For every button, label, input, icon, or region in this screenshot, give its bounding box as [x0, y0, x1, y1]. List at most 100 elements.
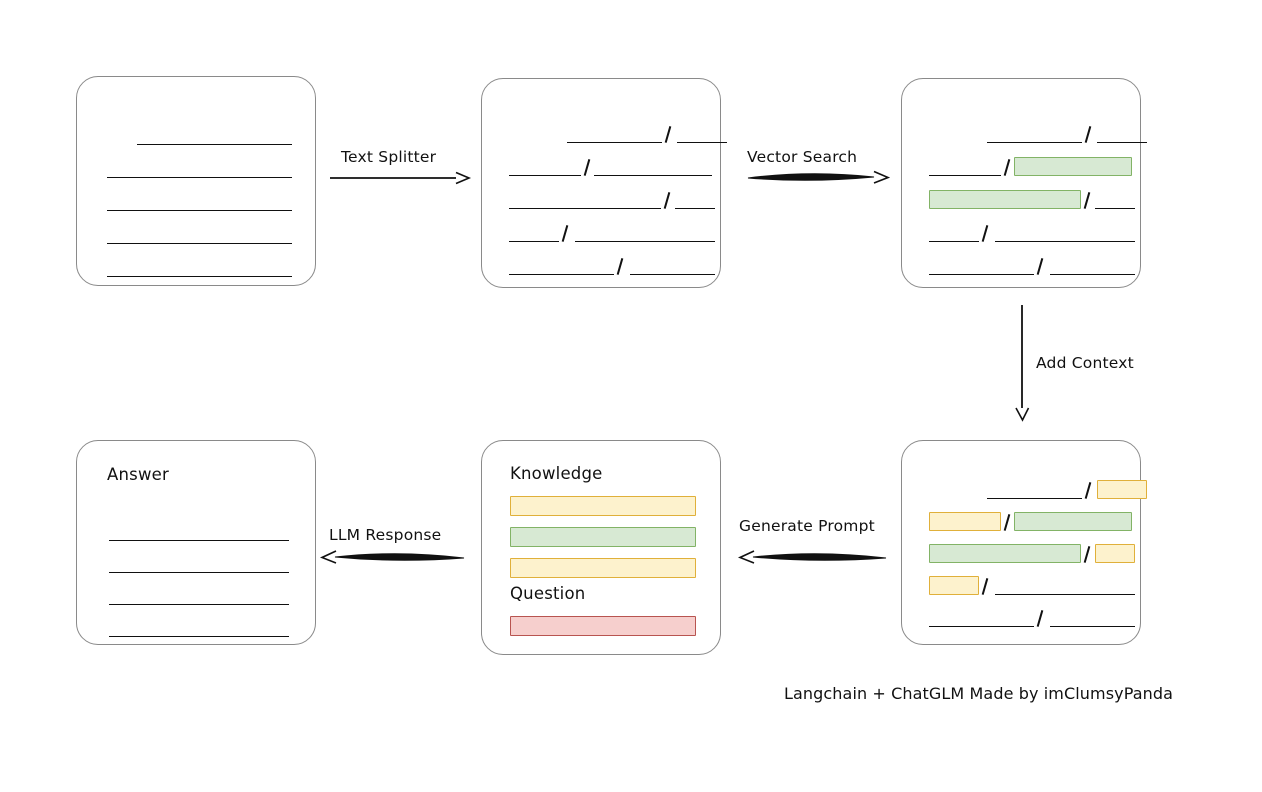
- yellow-chunk-segment: [929, 512, 1001, 531]
- document-row: [929, 479, 1147, 499]
- text-line-segment: [109, 528, 289, 541]
- document-row: [929, 543, 1135, 563]
- yellow-bar: [510, 496, 696, 516]
- edge-text-splitter-arrow: [330, 171, 472, 185]
- yellow-chunk-segment: [929, 576, 979, 595]
- text-line-segment: [137, 132, 292, 145]
- slash-separator-icon: [1081, 192, 1092, 209]
- document-row: [109, 553, 289, 573]
- text-line-segment: [987, 486, 1082, 499]
- edge-add-context-label: Add Context: [1036, 354, 1134, 372]
- document-row: [509, 123, 727, 143]
- edge-vector-search-arrow: [747, 170, 891, 184]
- slash-separator-icon: [1001, 514, 1012, 531]
- knowledge-label: Knowledge: [510, 464, 603, 483]
- text-line-segment: [107, 165, 292, 178]
- text-line-segment: [630, 262, 715, 275]
- document-row: [107, 191, 292, 211]
- document-row: [509, 255, 715, 275]
- prompt-card-box[interactable]: Knowledge Question: [481, 440, 721, 655]
- text-line-segment: [509, 229, 559, 242]
- text-line-segment: [107, 231, 292, 244]
- slash-separator-icon: [1034, 258, 1045, 275]
- answer-label: Answer: [107, 465, 169, 484]
- slash-separator-icon: [661, 192, 672, 209]
- text-line-segment: [509, 196, 661, 209]
- slash-separator-icon: [1001, 159, 1012, 176]
- document-row: [929, 156, 1132, 176]
- text-line-segment: [929, 262, 1034, 275]
- context-document-box[interactable]: [901, 440, 1147, 645]
- text-line-segment: [1097, 130, 1147, 143]
- document-row: [929, 222, 1135, 242]
- text-line-segment: [509, 163, 581, 176]
- text-line-segment: [987, 130, 1082, 143]
- document-row: [929, 189, 1135, 209]
- retrieved-document-box[interactable]: [901, 78, 1147, 288]
- split-document-box[interactable]: [481, 78, 727, 288]
- slash-separator-icon: [979, 578, 990, 595]
- document-row: [929, 123, 1147, 143]
- source-document-box[interactable]: [76, 76, 316, 286]
- text-line-segment: [929, 229, 979, 242]
- green-bar: [510, 527, 696, 547]
- text-line-segment: [1050, 262, 1135, 275]
- text-line-segment: [995, 582, 1135, 595]
- document-row: [107, 125, 292, 145]
- edge-vector-search-label: Vector Search: [747, 148, 858, 166]
- text-line-segment: [109, 624, 289, 637]
- green-chunk-segment: [1014, 512, 1132, 531]
- slash-separator-icon: [559, 225, 570, 242]
- text-line-segment: [675, 196, 715, 209]
- text-line-segment: [995, 229, 1135, 242]
- text-line-segment: [567, 130, 662, 143]
- document-row: [109, 617, 289, 637]
- text-line-segment: [107, 264, 292, 277]
- edge-generate-prompt-label: Generate Prompt: [739, 517, 875, 535]
- question-label: Question: [510, 584, 586, 603]
- document-row: [509, 222, 715, 242]
- document-row: [509, 156, 712, 176]
- slash-separator-icon: [662, 126, 673, 143]
- yellow-chunk-segment: [1095, 544, 1135, 563]
- text-line-segment: [929, 163, 1001, 176]
- text-line-segment: [594, 163, 712, 176]
- document-row: [109, 585, 289, 605]
- text-line-segment: [1050, 614, 1135, 627]
- text-line-segment: [575, 229, 715, 242]
- text-line-segment: [677, 130, 727, 143]
- slash-separator-icon: [581, 159, 592, 176]
- yellow-chunk-segment: [1097, 480, 1147, 499]
- text-line-segment: [1095, 196, 1135, 209]
- green-chunk-segment: [929, 544, 1081, 563]
- edge-add-context-arrow: [1015, 305, 1030, 422]
- edge-generate-prompt-arrow: [737, 550, 887, 564]
- slash-separator-icon: [1082, 126, 1093, 143]
- document-row: [107, 158, 292, 178]
- document-row: [929, 575, 1135, 595]
- text-line-segment: [929, 614, 1034, 627]
- text-line-segment: [509, 262, 614, 275]
- text-line-segment: [109, 560, 289, 573]
- slash-separator-icon: [1034, 610, 1045, 627]
- slash-separator-icon: [1082, 482, 1093, 499]
- document-row: [107, 224, 292, 244]
- document-row: [509, 189, 715, 209]
- document-row: [109, 521, 289, 541]
- edge-llm-response-arrow: [319, 550, 465, 564]
- footer-caption: Langchain + ChatGLM Made by imClumsyPand…: [784, 684, 1174, 703]
- document-row: [929, 511, 1132, 531]
- slash-separator-icon: [979, 225, 990, 242]
- slash-separator-icon: [614, 258, 625, 275]
- slash-separator-icon: [1081, 546, 1092, 563]
- green-chunk-segment: [929, 190, 1081, 209]
- green-chunk-segment: [1014, 157, 1132, 176]
- text-line-segment: [107, 198, 292, 211]
- yellow-bar: [510, 558, 696, 578]
- answer-card-box[interactable]: Answer: [76, 440, 316, 645]
- text-line-segment: [109, 592, 289, 605]
- edge-text-splitter-label: Text Splitter: [341, 148, 437, 166]
- document-row: [929, 607, 1135, 627]
- document-row: [929, 255, 1135, 275]
